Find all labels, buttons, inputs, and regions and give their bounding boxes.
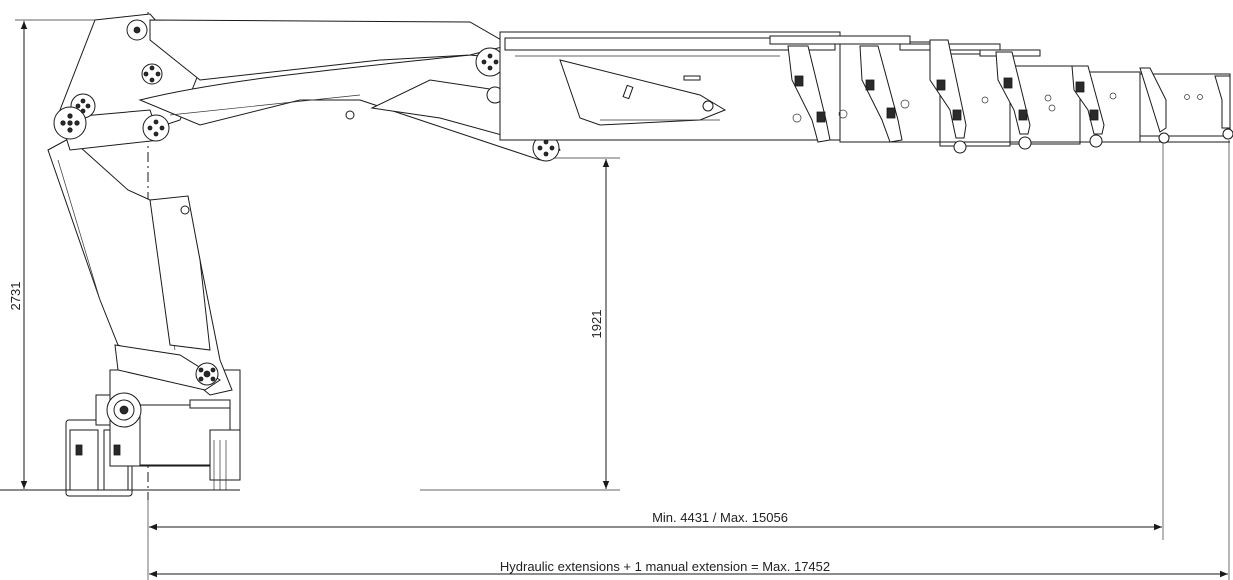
dimension-hook-height: 1921 — [420, 157, 620, 491]
extension-brackets — [787, 39, 1233, 154]
max-reach-label: Hydraulic extensions + 1 manual extensio… — [500, 559, 830, 574]
bracket-6 — [1139, 67, 1170, 144]
bracket-1 — [787, 45, 831, 143]
outreach-label: Min. 4431 / Max. 15056 — [652, 510, 788, 525]
bracket-2 — [859, 45, 903, 143]
hook-height-label: 1921 — [589, 310, 604, 339]
dimension-outreach: Min. 4431 / Max. 15056 — [147, 140, 1164, 580]
dimension-max-reach: Hydraulic extensions + 1 manual extensio… — [149, 140, 1230, 580]
boom-tip — [1214, 75, 1233, 140]
bracket-4 — [995, 51, 1032, 150]
main-boom — [138, 19, 563, 162]
outer-boom — [499, 31, 841, 141]
bracket-5 — [1071, 65, 1105, 148]
bracket-3 — [929, 39, 967, 154]
overall-height-label: 2731 — [8, 282, 23, 311]
crane-column — [47, 137, 233, 396]
